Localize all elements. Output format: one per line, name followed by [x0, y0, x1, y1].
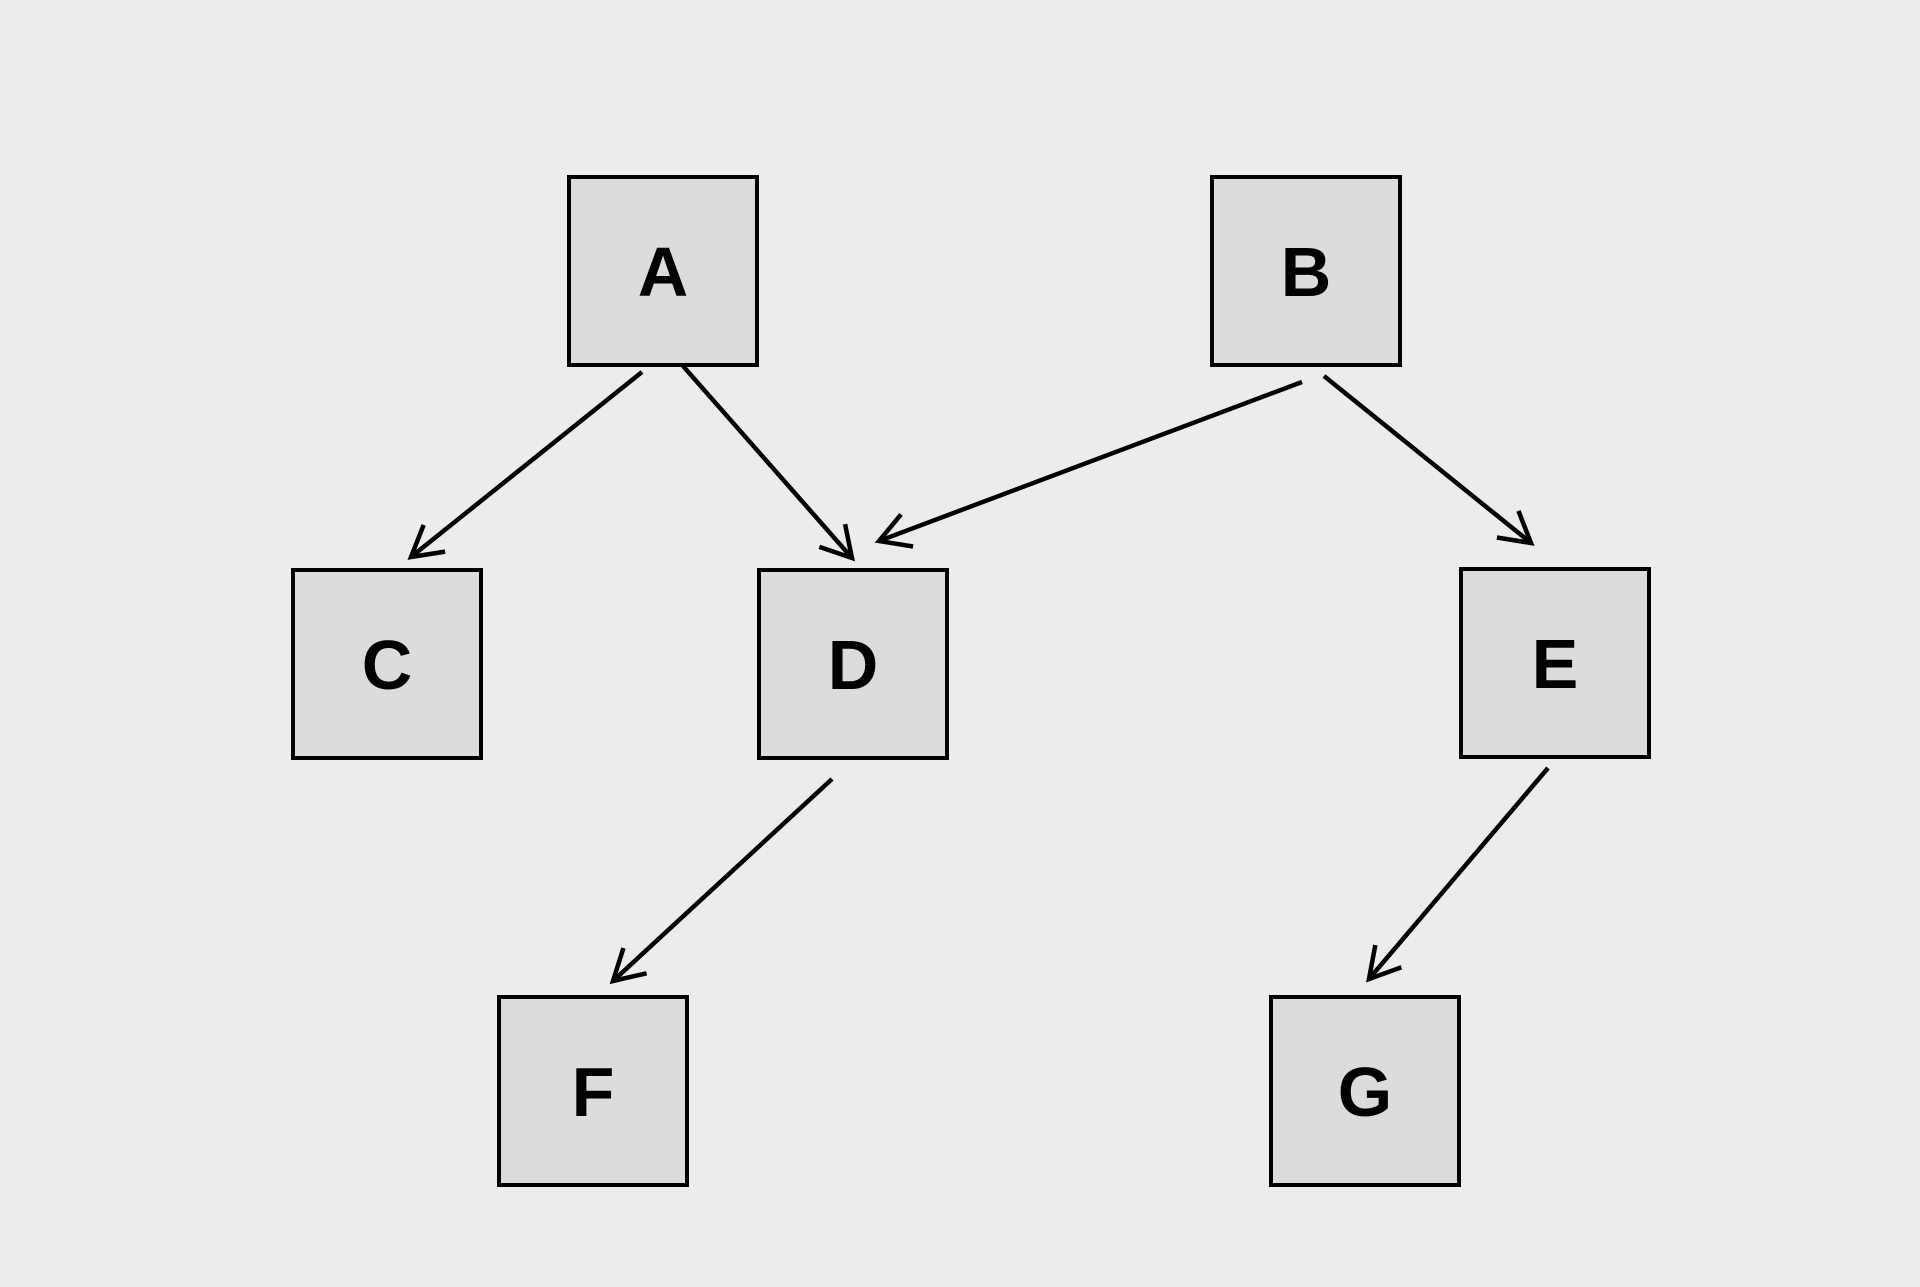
node-e: E — [1459, 567, 1651, 759]
node-b-box — [1210, 175, 1402, 367]
edge-b-e — [1322, 374, 1535, 546]
node-e-box — [1459, 567, 1651, 759]
node-c: C — [291, 568, 483, 760]
node-d-box — [757, 568, 949, 760]
node-a-label: A — [638, 233, 689, 311]
node-e-label: E — [1532, 625, 1579, 703]
edge-a-c — [407, 370, 644, 560]
node-a: A — [567, 175, 759, 367]
node-d: D — [757, 568, 949, 760]
node-b: B — [1210, 175, 1402, 367]
node-f-label: F — [572, 1053, 615, 1131]
node-c-box — [291, 568, 483, 760]
edge-d-f — [609, 777, 834, 985]
node-g: G — [1269, 995, 1461, 1187]
node-d-label: D — [828, 626, 879, 704]
edge-a-d — [681, 364, 855, 562]
node-f: F — [497, 995, 689, 1187]
node-g-box — [1269, 995, 1461, 1187]
node-f-box — [497, 995, 689, 1187]
edge-e-g — [1366, 766, 1550, 983]
node-g-label: G — [1338, 1053, 1392, 1131]
node-b-label: B — [1281, 233, 1332, 311]
edge-b-d — [874, 379, 1303, 549]
node-a-box — [567, 175, 759, 367]
node-c-label: C — [362, 626, 413, 704]
